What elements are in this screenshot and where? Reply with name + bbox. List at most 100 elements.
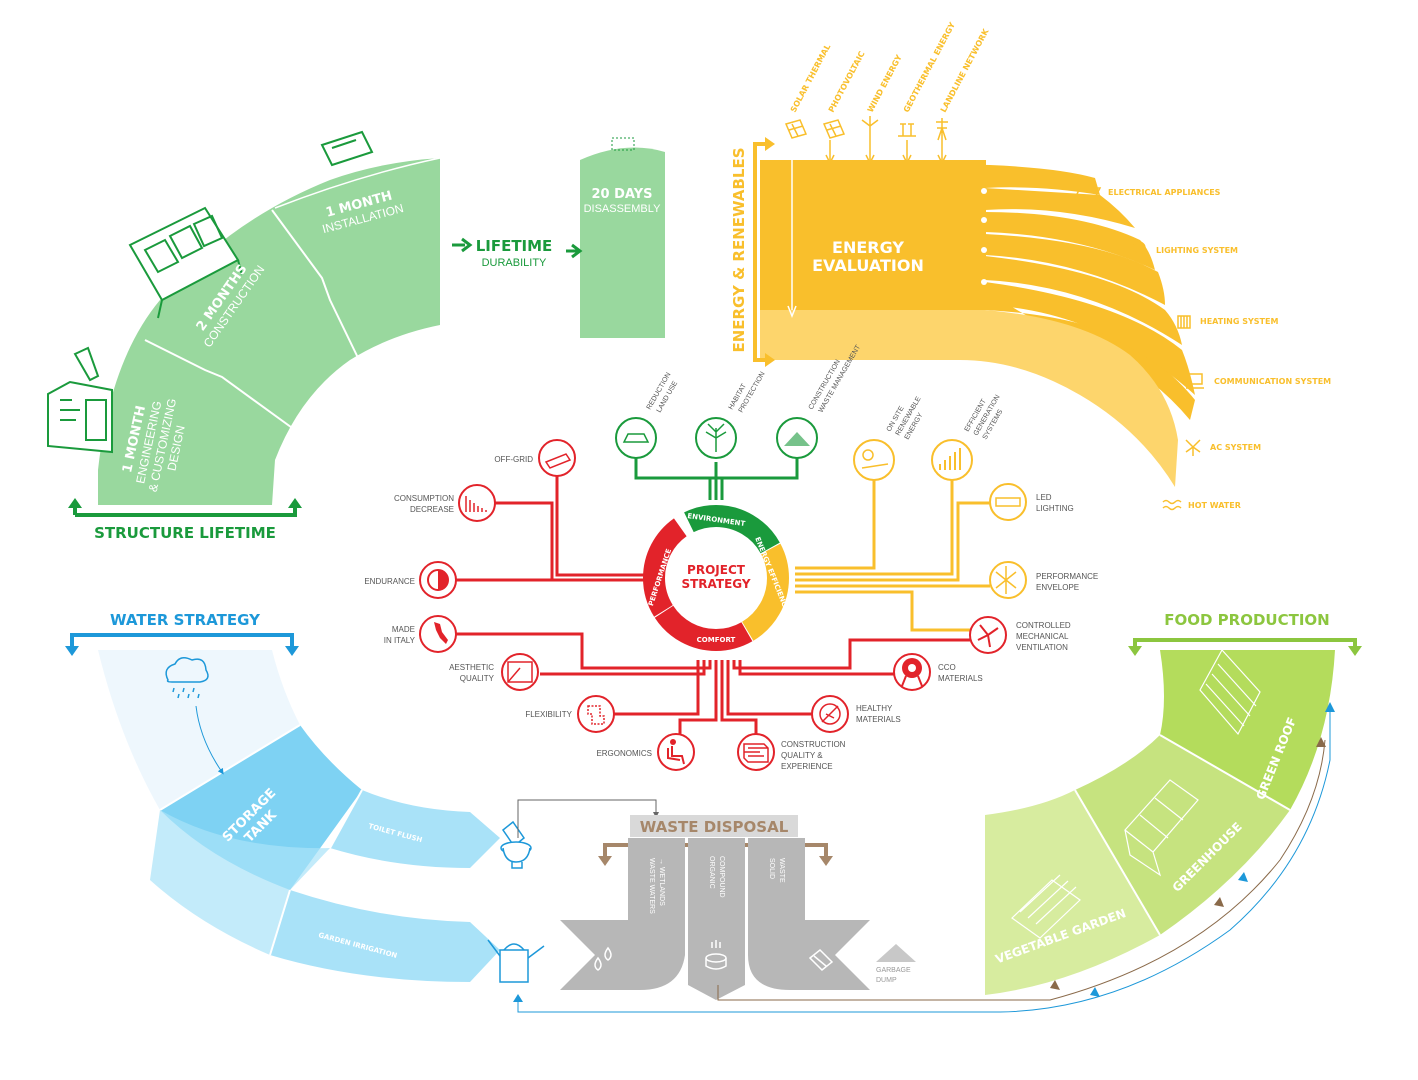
construction-module-icon — [128, 206, 243, 319]
green-roof-segment — [1160, 650, 1335, 810]
wind-energy-icon — [861, 116, 879, 140]
svg-text:AESTHETIC: AESTHETIC — [449, 663, 494, 672]
use-hot-water: HOT WATER — [1188, 501, 1241, 510]
svg-text:QUALITY &: QUALITY & — [781, 751, 823, 760]
svg-text:ERGONOMICS: ERGONOMICS — [596, 749, 652, 758]
svg-text:ENDURANCE: ENDURANCE — [364, 577, 415, 586]
waste-waters-label-2: → WETLANDS — [658, 858, 665, 906]
perf-node-made-in-italy: MADE IN ITALY — [384, 615, 457, 653]
project-strategy-ring — [643, 505, 789, 651]
energy-section — [753, 116, 1195, 487]
disassembly-block — [580, 147, 665, 338]
perf-node-ergonomics: ERGONOMICS — [596, 733, 695, 771]
garbage-dump-label-2: DUMP — [876, 977, 897, 984]
perf-node-endurance: ENDURANCE — [364, 561, 457, 599]
env-node-waste: CONSTRUCTION WASTE MANAGEMENT — [776, 343, 862, 459]
electrical-appliances-icon — [1074, 187, 1102, 197]
strategy-connectors — [452, 458, 990, 736]
svg-text:MECHANICAL: MECHANICAL — [1016, 632, 1069, 641]
waste-disposal-title: WASTE DISPOSAL — [640, 818, 789, 836]
hot-water-band — [760, 310, 1178, 487]
organic-label-1: ORGANIC — [708, 856, 715, 889]
compost-icon — [705, 940, 727, 970]
svg-text:FLEXIBILITY: FLEXIBILITY — [525, 710, 572, 719]
project-strategy-line1: PROJECT — [687, 563, 746, 577]
svg-text:PERFORMANCE: PERFORMANCE — [1036, 572, 1098, 581]
svg-text:CCO: CCO — [938, 663, 956, 672]
svg-text:EXPERIENCE: EXPERIENCE — [781, 762, 833, 771]
structure-lifetime-section — [47, 130, 665, 517]
svg-text:MATERIALS: MATERIALS — [938, 674, 983, 683]
use-heating: HEATING SYSTEM — [1200, 317, 1278, 326]
use-ac: AC SYSTEM — [1210, 443, 1261, 452]
source-solar-thermal: SOLAR THERMAL — [789, 43, 833, 114]
green-roof-icon — [1199, 648, 1261, 736]
comfort-node-construction: CONSTRUCTION QUALITY & EXPERIENCE — [737, 733, 846, 771]
use-lighting: LIGHTING SYSTEM — [1156, 246, 1238, 255]
greenhouse-icon — [1124, 779, 1199, 877]
watering-can-icon — [487, 939, 545, 983]
toilet-icon — [500, 820, 532, 869]
perf-node-off-grid: OFF-GRID — [494, 439, 576, 477]
solar-thermal-icon — [784, 119, 808, 139]
lighting-icon — [1132, 241, 1146, 259]
hot-water-icon — [1162, 499, 1182, 511]
energy-title: ENERGY & RENEWABLES — [730, 147, 748, 352]
svg-text:MADE: MADE — [392, 625, 415, 634]
rain-cloud-icon — [165, 657, 209, 699]
water-strategy-title: WATER STRATEGY — [110, 611, 261, 629]
energy-node-on-site: ON SITE RENEWABLE ENERGY — [853, 395, 925, 481]
solid-waste-chute — [748, 838, 870, 990]
svg-text:HEALTHY: HEALTHY — [856, 704, 893, 713]
disassembly-label: DISASSEMBLY — [584, 203, 661, 215]
svg-text:LED: LED — [1036, 493, 1052, 502]
svg-text:LIGHTING: LIGHTING — [1036, 504, 1074, 513]
env-node-land-use: REDUCTION LAND USE — [615, 371, 679, 459]
installation-module-icon — [320, 130, 374, 167]
use-electrical: ELECTRICAL APPLIANCES — [1108, 188, 1221, 197]
organic-chute — [688, 838, 745, 1000]
ring-comfort: COMFORT — [697, 636, 736, 644]
food-section — [513, 638, 1362, 1013]
svg-text:OFF-GRID: OFF-GRID — [494, 455, 533, 464]
project-strategy-line2: STRATEGY — [681, 577, 750, 591]
landline-icon — [936, 118, 948, 141]
svg-text:VENTILATION: VENTILATION — [1016, 643, 1068, 652]
design-sheet-icon — [47, 346, 113, 454]
vegetable-garden-icon — [1011, 874, 1081, 939]
toilet-flush-band — [330, 790, 500, 868]
waste-waters-label-1: WASTE WATERS — [648, 858, 655, 914]
disassembly-duration: 20 DAYS — [591, 187, 652, 202]
svg-text:ENERGY & RENEWABLES: ENERGY & RENEWABLES — [730, 147, 748, 352]
energy-node-led: LED LIGHTING — [989, 483, 1074, 521]
energy-eval-line2: EVALUATION — [812, 256, 924, 275]
svg-text:IN ITALY: IN ITALY — [384, 636, 416, 645]
structure-lifetime-title: STRUCTURE LIFETIME — [94, 524, 276, 542]
communication-icon — [1186, 373, 1204, 389]
water-section — [65, 633, 659, 983]
structure-arc — [98, 158, 440, 505]
energy-node-generation: EFFICIENT GENERATION SYSTEMS — [931, 394, 1005, 481]
perf-node-consumption: CONSUMPTION DECREASE — [394, 484, 496, 522]
perf-node-aesthetic: AESTHETIC QUALITY — [449, 653, 539, 691]
waste-waters-chute — [560, 838, 685, 990]
svg-text:CONSTRUCTION: CONSTRUCTION — [781, 740, 846, 749]
svg-text:DECREASE: DECREASE — [410, 505, 454, 514]
greenhouse-segment — [1075, 735, 1290, 935]
comfort-node-cco: CCO MATERIALS — [893, 653, 983, 691]
solid-label-2: WASTE — [778, 858, 785, 883]
geothermal-icon — [898, 123, 916, 137]
garbage-dump-icon — [876, 944, 916, 962]
use-communication: COMMUNICATION SYSTEM — [1214, 377, 1331, 386]
svg-text:QUALITY: QUALITY — [460, 674, 495, 683]
garbage-dump-label-1: GARBAGE — [876, 967, 911, 974]
photovoltaic-icon — [822, 119, 846, 139]
ac-icon — [1185, 439, 1201, 456]
lifetime-subtitle: DURABILITY — [482, 257, 547, 269]
svg-text:CONSUMPTION: CONSUMPTION — [394, 494, 454, 503]
svg-text:CONTROLLED: CONTROLLED — [1016, 621, 1071, 630]
solid-waste-icon — [808, 948, 834, 972]
energy-node-ventilation: CONTROLLED MECHANICAL VENTILATION — [969, 616, 1071, 654]
source-wind: WIND ENERGY — [866, 53, 904, 114]
comfort-node-healthy: HEALTHY MATERIALS — [811, 695, 901, 733]
